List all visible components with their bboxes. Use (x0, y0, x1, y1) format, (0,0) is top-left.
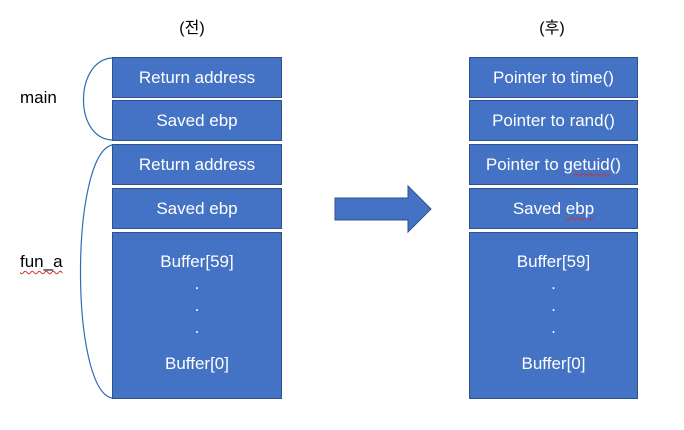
after-buffer: Buffer[59] . . . Buffer[0] (469, 232, 638, 399)
before-saved-ebp-fun: Saved ebp (112, 188, 282, 229)
after-saved-ebp-prefix: Saved (512, 198, 566, 218)
before-return-address-fun-label: Return address (138, 154, 256, 174)
before-buffer-dot: . (194, 296, 200, 315)
after-pointer-time-label: Pointer to time() (493, 67, 614, 87)
after-pointer-rand-label: Pointer to rand() (492, 110, 615, 130)
transform-arrow (334, 184, 432, 234)
before-return-address-main-label: Return address (138, 67, 256, 87)
fun-a-label: fun_a (20, 252, 63, 271)
before-buffer-bottom: Buffer[0] (165, 354, 229, 373)
before-saved-ebp-main-label: Saved ebp (156, 110, 238, 130)
after-saved-ebp: Saved ebp (469, 188, 638, 229)
main-label: main (20, 88, 57, 107)
before-buffer-top: Buffer[59] (160, 252, 234, 271)
after-pointer-time: Pointer to time() (469, 57, 638, 98)
after-pointer-getuid: Pointer to getuid() (469, 144, 638, 185)
main-brace (83, 57, 113, 141)
after-buffer-dot: . (551, 274, 556, 293)
after-header: (후) (539, 20, 565, 37)
after-pointer-getuid-word: getuid (563, 154, 610, 174)
after-pointer-rand: Pointer to rand() (469, 100, 638, 141)
after-buffer-top: Buffer[59] (516, 252, 591, 271)
after-pointer-getuid-suffix: () (609, 154, 622, 174)
before-header: (전) (179, 20, 205, 37)
before-buffer-dot: . (194, 274, 200, 293)
after-buffer-dot: . (551, 318, 556, 337)
after-buffer-bottom: Buffer[0] (521, 354, 586, 373)
before-saved-ebp-fun-label: Saved ebp (156, 198, 238, 218)
fun-a-brace (79, 144, 113, 399)
before-saved-ebp-main: Saved ebp (112, 100, 282, 141)
before-buffer-dot: . (194, 318, 200, 337)
after-buffer-dot: . (551, 296, 556, 315)
after-pointer-getuid-prefix: Pointer to (485, 154, 564, 174)
before-return-address-main: Return address (112, 57, 282, 98)
before-buffer: Buffer[59] . . . Buffer[0] (112, 232, 282, 399)
after-saved-ebp-word: ebp (565, 198, 595, 218)
before-return-address-fun: Return address (112, 144, 282, 185)
